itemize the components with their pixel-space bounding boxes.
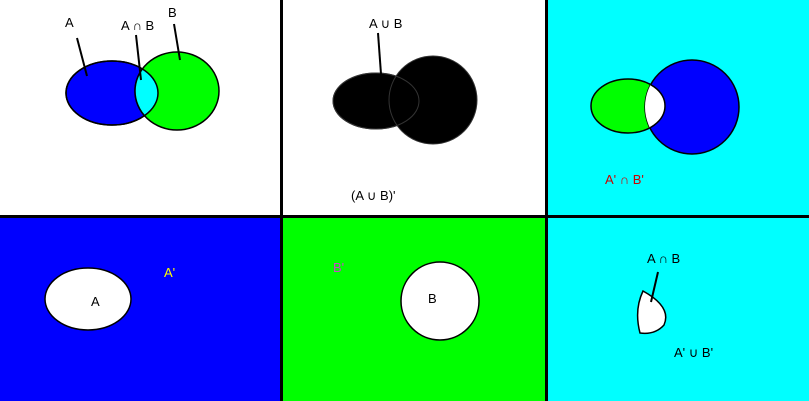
lens-shape [636, 289, 667, 335]
label-a: A [65, 15, 74, 30]
panel-a-complement: A A' [0, 218, 280, 401]
pointer-b [173, 23, 181, 61]
label-b-prime: B' [333, 260, 344, 275]
label-lens-a-intersect-b: A ∩ B [647, 251, 680, 266]
panel-intersection: A A ∩ B B [0, 0, 280, 215]
panel-a-prime-intersect-b-prime: A' ∩ B' [548, 0, 809, 215]
panel-cyan-background-2 [548, 218, 809, 401]
set-b-circle-black [388, 55, 478, 145]
pointer-union [377, 32, 382, 75]
set-b-circle-white [400, 261, 480, 341]
label-a-prime-intersect-b-prime: A' ∩ B' [605, 172, 644, 187]
label-a-prime: A' [164, 265, 175, 280]
label-union-complement: (A ∪ B)' [351, 188, 396, 203]
label-a-inside: A [91, 294, 100, 309]
set-a-outline-dark [332, 72, 420, 130]
pointer-a [76, 37, 88, 77]
label-a-prime-union-b-prime: A' ∪ B' [674, 345, 713, 360]
label-b-inside: B [428, 291, 437, 306]
label-b: B [168, 5, 177, 20]
panel-blue-background [0, 218, 280, 401]
panel-b-complement: B' B [283, 218, 545, 401]
pointer-lens [650, 271, 659, 303]
panel-complement-union: A ∩ B A' ∪ B' [548, 218, 809, 401]
set-a-ellipse-white [44, 267, 132, 331]
set-a-outline [65, 60, 159, 126]
pointer-ab [135, 34, 142, 81]
label-a-intersect-b: A ∩ B [121, 18, 154, 33]
panel-union-complement: A ∪ B (A ∪ B)' [283, 0, 545, 215]
label-a-union-b: A ∪ B [369, 16, 402, 31]
